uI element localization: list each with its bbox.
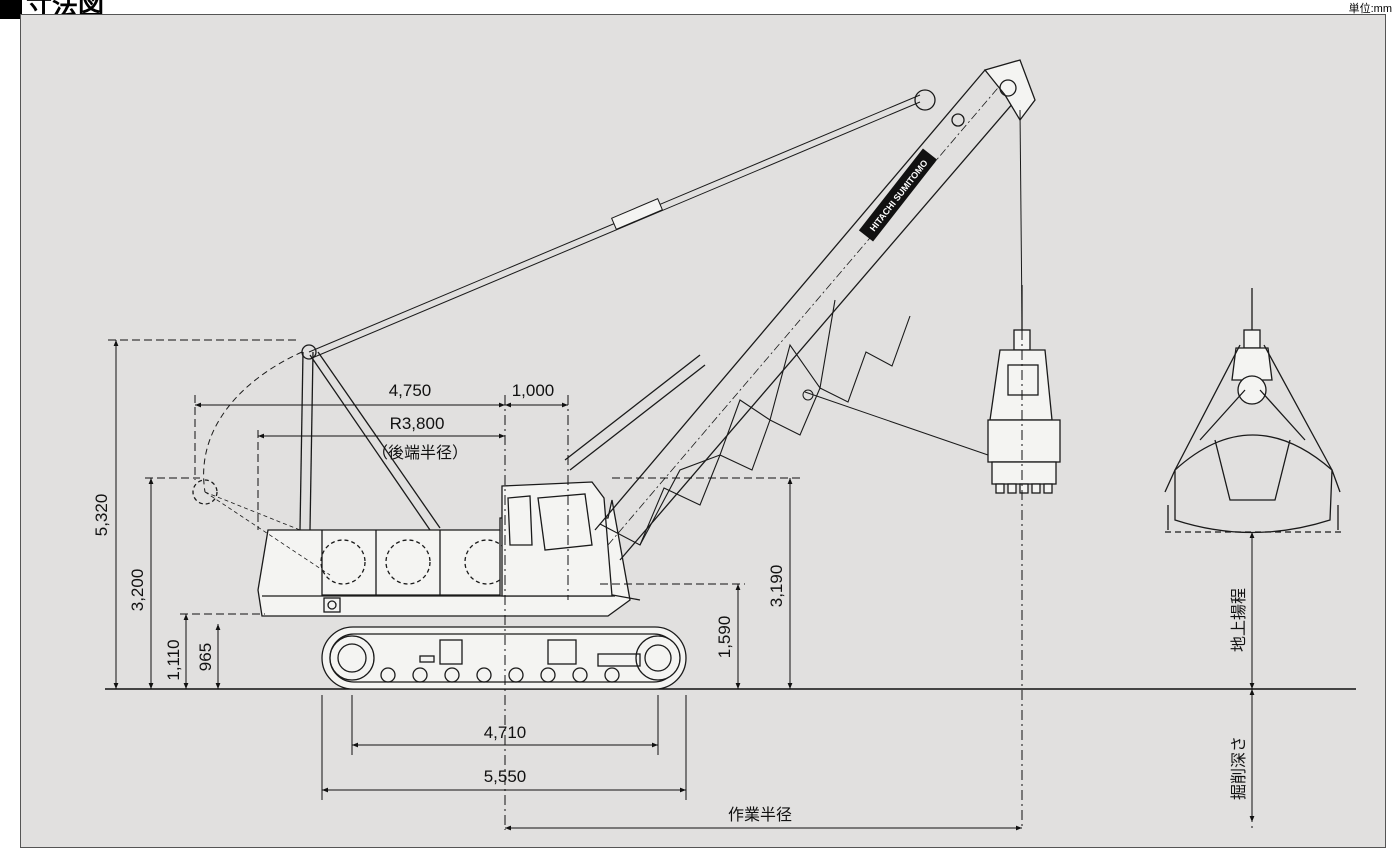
bucket-teeth: [995, 483, 1053, 494]
dimension-lines: [108, 330, 1255, 831]
unit-label: 単位:mm: [1348, 3, 1392, 15]
dim-working-radius: 作業半径: [728, 805, 792, 824]
clamshell-bucket-side: [987, 285, 1061, 494]
clamshell-bucket-front: [1164, 288, 1342, 534]
dim-crawler-length: 5,550: [484, 767, 527, 786]
track-rollers: [380, 667, 620, 683]
dim-tail-radius: R3,800: [390, 414, 445, 433]
pendant-ropes: [308, 94, 1023, 456]
dim-digging-depth: 掘削深さ: [1229, 736, 1248, 800]
crawler-crane: HITACHI SUMITOMO: [192, 59, 1036, 690]
dim-height-gantry: 3,200: [128, 569, 147, 612]
dim-lifting-height: 地上揚程: [1229, 588, 1248, 652]
dim-pivot-offset: 1,000: [512, 381, 555, 400]
dim-height-deck: 965: [196, 643, 215, 671]
dim-height-counterweight: 1,110: [164, 639, 183, 680]
dim-height-cab: 3,190: [767, 565, 786, 608]
drawing-panel: [20, 14, 1386, 848]
dim-tail-span: 4,750: [389, 381, 432, 400]
dim-tumbler-distance: 4,710: [484, 723, 527, 742]
operator-cab: [501, 481, 613, 597]
dim-height-overall: 5,320: [92, 494, 111, 537]
dim-tail-radius-note: （後端半径）: [372, 443, 468, 462]
crawler-track: [321, 626, 687, 690]
gantry: [299, 344, 441, 531]
tail-swing-arc: [203, 351, 303, 493]
title-marker-icon: [0, 0, 22, 19]
lattice-boom: [564, 59, 1036, 561]
boom-brand-text: HITACHI SUMITOMO: [868, 158, 930, 233]
boom-nameplate: HITACHI SUMITOMO: [858, 148, 938, 242]
dim-height-pivot: 1,590: [715, 616, 734, 659]
